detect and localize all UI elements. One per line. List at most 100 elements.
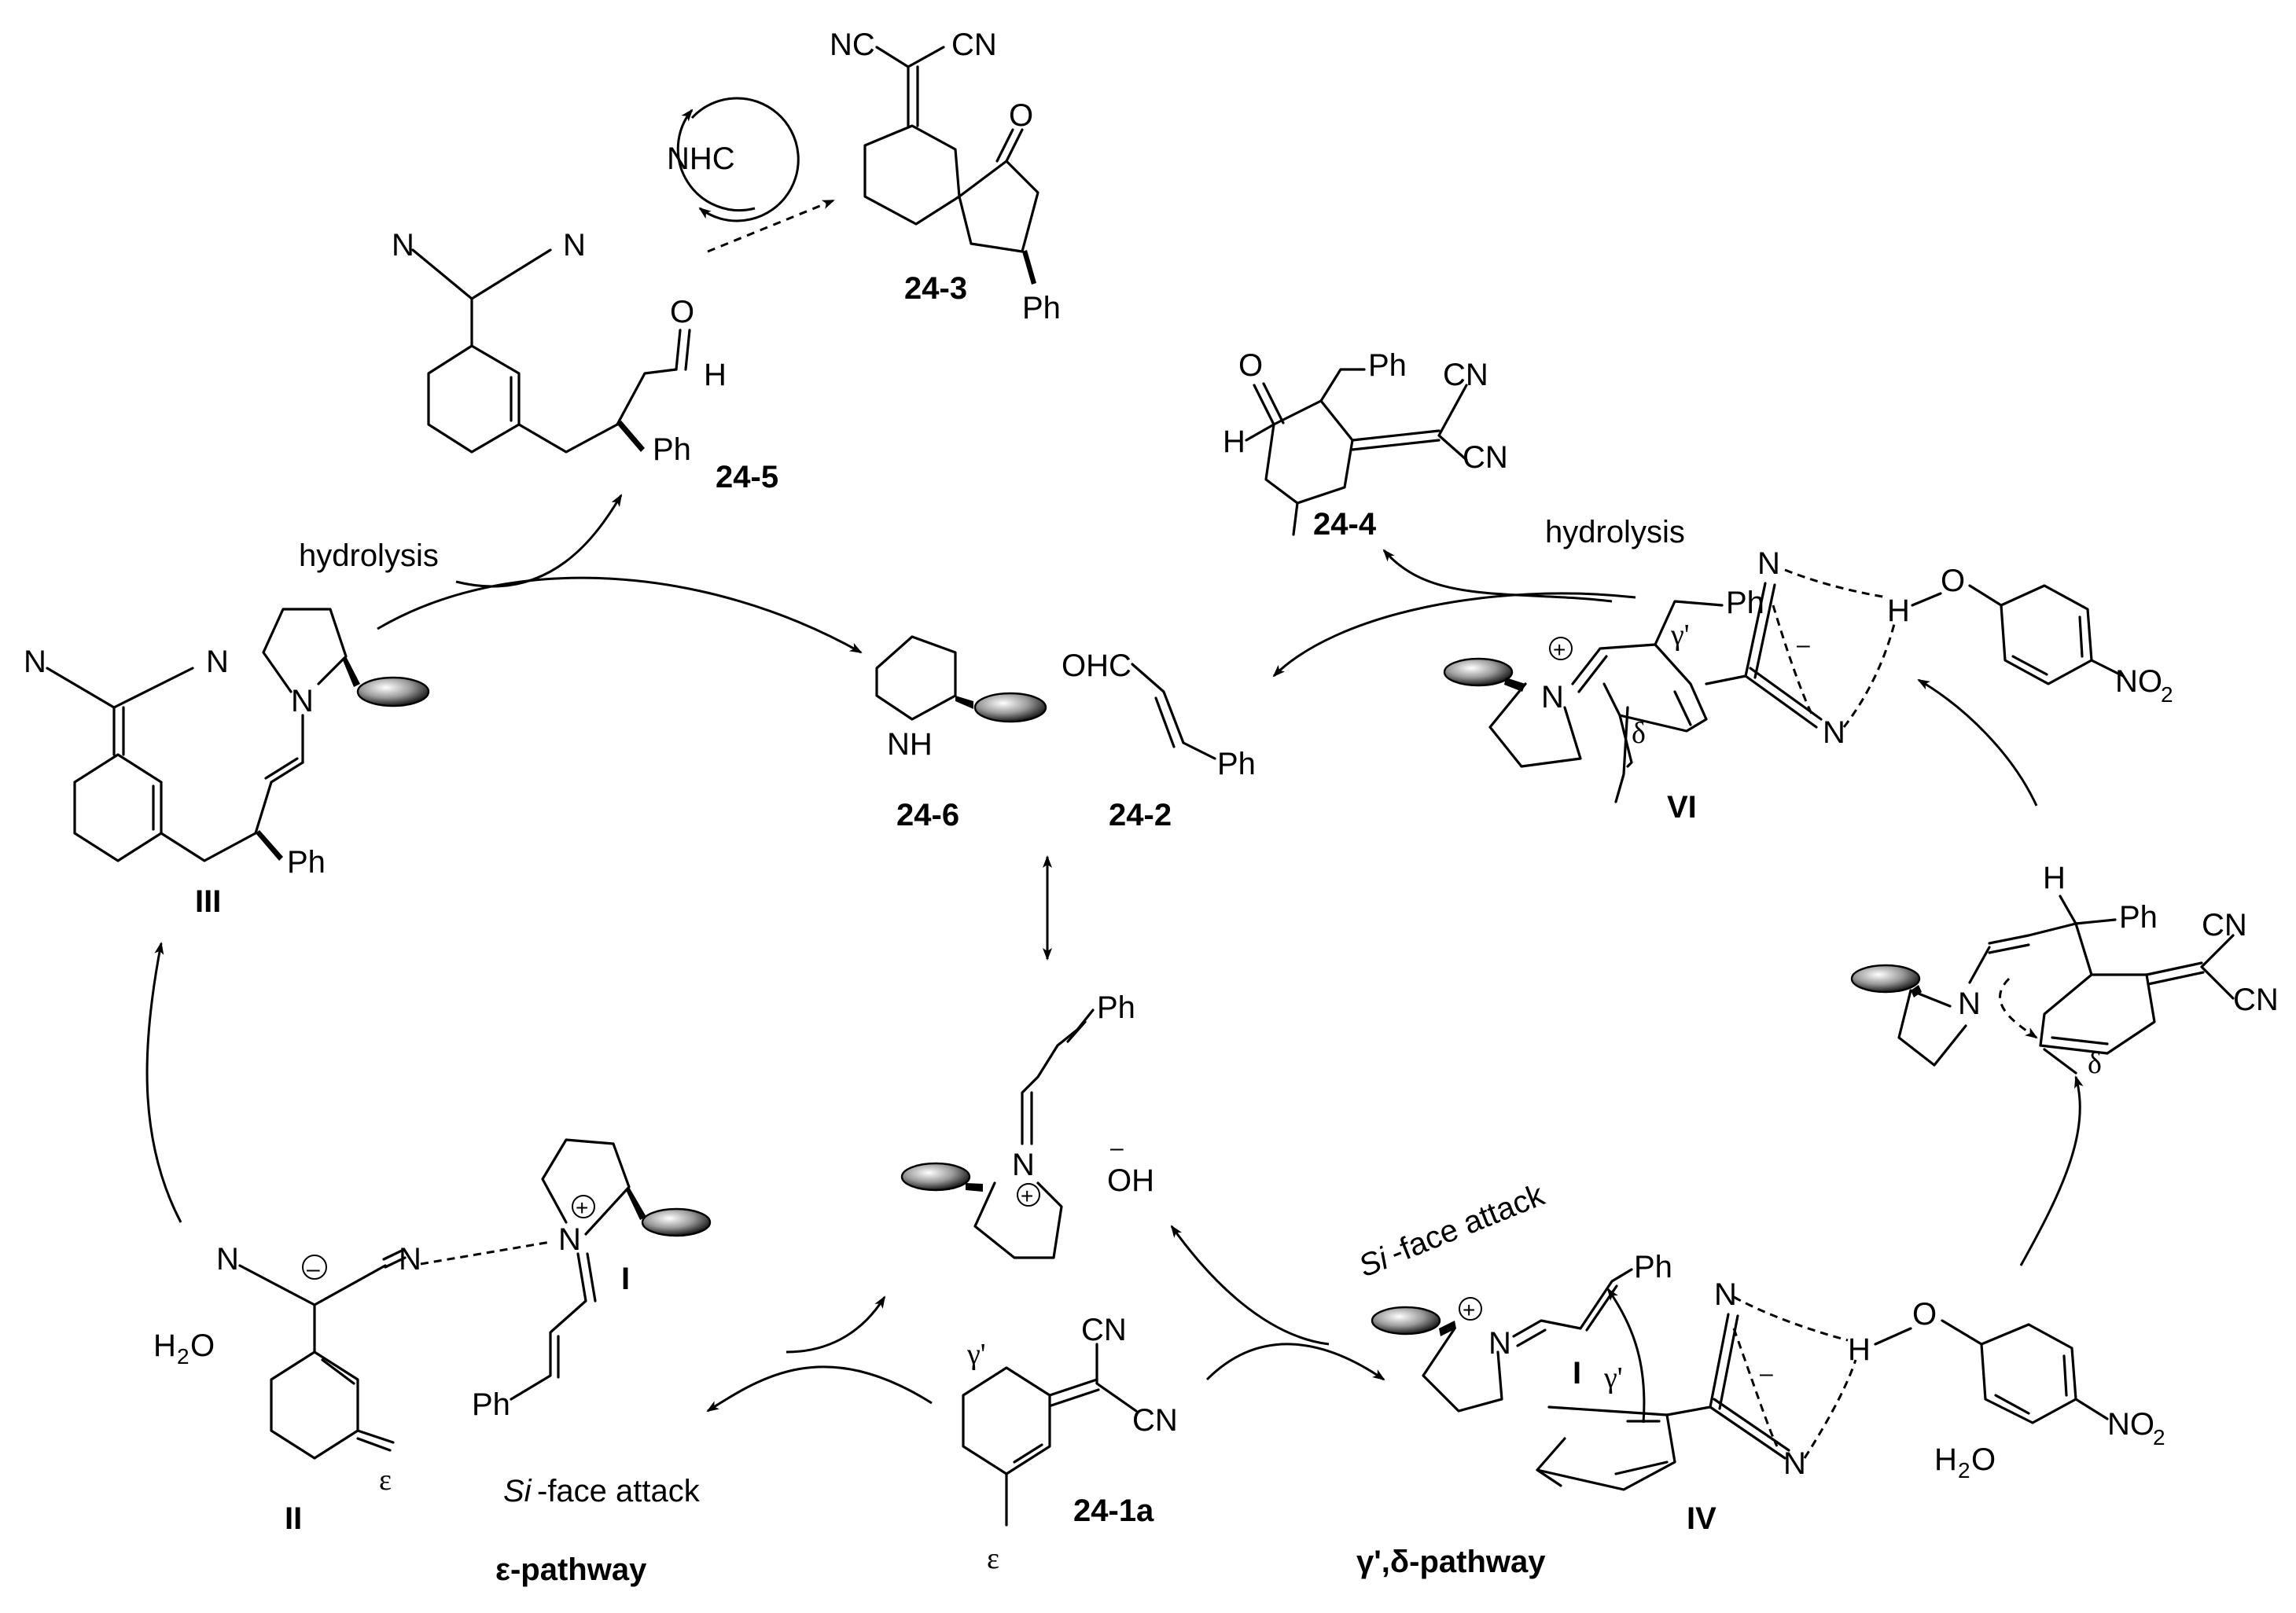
n-label: N: [1714, 1277, 1737, 1312]
ph-label: Ph: [472, 1387, 510, 1422]
minus-sign: –: [1760, 1361, 1773, 1387]
arrow-VI-to-24-2: [1272, 592, 1636, 678]
epsilon-label: ε: [379, 1464, 392, 1497]
ohc-label: OHC: [1062, 649, 1131, 683]
water-o: O: [1971, 1442, 1996, 1477]
compound-24-4: O H Ph CN CN 24-4: [1223, 348, 1508, 542]
cn-label: CN: [2202, 908, 2247, 942]
no2-label: NO: [2107, 1407, 2154, 1442]
label-I-left: I: [621, 1262, 630, 1296]
h-label: H: [2043, 861, 2066, 895]
n-label: N: [1757, 546, 1780, 581]
nhc-catalyst-cycle: NHC: [667, 97, 800, 222]
compound-24-1a: γ' CN CN ε 24-1a: [962, 1313, 1178, 1575]
o-label: O: [1912, 1297, 1937, 1332]
hydrolysis-left-label: hydrolysis: [299, 538, 439, 573]
water-h: H: [153, 1328, 176, 1363]
catalyst-blob: [1850, 964, 1921, 994]
plus-sign: +: [576, 1196, 588, 1220]
compound-24-5: N N O H Ph 24-5: [392, 228, 778, 494]
label-III: III: [195, 884, 221, 919]
cn-label: CN: [1081, 1313, 1127, 1347]
ph-label: Ph: [1097, 990, 1135, 1025]
arrow-to-iminium-left: [786, 1295, 886, 1354]
cn-label: CN: [1132, 1403, 1178, 1438]
delta-label: δ: [2088, 1047, 2102, 1080]
intermediate-I-right: Si -face attack N + Ph I: [1354, 1178, 1672, 1424]
label-I-right: I: [1573, 1356, 1581, 1391]
n-label: N: [24, 645, 46, 679]
catalyst-blob: [356, 676, 430, 707]
gamma-delta-pathway-label: γ',δ-pathway: [1356, 1545, 1546, 1579]
label-24-6: 24-6: [896, 798, 959, 832]
arrow-III-to-24-6: [377, 576, 863, 654]
intermediate-I-left: N + Ph I: [472, 1138, 712, 1422]
delta-label: δ: [1632, 717, 1646, 750]
si-face-right-italic: Si: [1354, 1241, 1393, 1284]
arrow-to-IV: [1205, 1343, 1385, 1381]
water-o: O: [190, 1328, 215, 1363]
n-label: N: [558, 1222, 581, 1257]
no2-subscript: 2: [2161, 682, 2173, 707]
label-VI: VI: [1667, 790, 1697, 825]
label-24-1a: 24-1a: [1073, 1494, 1154, 1528]
compound-24-3: NC CN O Ph 24-3: [830, 28, 1061, 325]
label-24-5: 24-5: [716, 460, 778, 494]
catalyst-blob: [973, 692, 1047, 723]
compound-24-2: OHC Ph 24-2: [1062, 649, 1256, 832]
gamma-prime-label: γ': [1603, 1361, 1623, 1394]
minus-sign: –: [307, 1256, 320, 1282]
plus-sign: +: [1463, 1298, 1475, 1322]
n-label: N: [1541, 680, 1564, 715]
hydrolysis-right-label: hydrolysis: [1545, 515, 1685, 549]
cn-label: CN: [1463, 440, 1508, 475]
catalyst-blob: [641, 1207, 712, 1237]
n-label: N: [563, 228, 586, 263]
label-IV: IV: [1687, 1501, 1716, 1536]
epsilon-label: ε: [987, 1542, 999, 1575]
catalyst-blob: [900, 1162, 971, 1192]
label-24-4: 24-4: [1313, 507, 1377, 542]
ph-label: Ph: [653, 432, 691, 467]
nh-label: NH: [887, 727, 933, 762]
intermediate-VI: N + Ph γ' δ N N – H O NO 2 VI: [1443, 546, 2173, 825]
o-label: O: [1238, 348, 1263, 383]
n-label: N: [399, 1242, 421, 1277]
intermediate-II: N – N ε H 2 O II: [153, 1240, 551, 1536]
o-label: O: [670, 295, 694, 329]
arrow-IV-to-V: [2019, 1075, 2084, 1266]
minus-sign: –: [1110, 1135, 1124, 1161]
nhc-label: NHC: [667, 141, 735, 176]
h-label: H: [1223, 424, 1246, 459]
n-label: N: [1783, 1446, 1806, 1481]
n-label: N: [1958, 987, 1981, 1021]
label-II: II: [285, 1501, 302, 1536]
si-face-bottom-label: -face attack: [537, 1474, 701, 1508]
ph-label: Ph: [1022, 291, 1061, 325]
n-label: N: [291, 684, 314, 718]
no2-subscript: 2: [2153, 1425, 2165, 1449]
h-label: H: [1887, 593, 1910, 628]
water-subscript: 2: [1958, 1458, 1970, 1483]
no2-label: NO: [2115, 664, 2162, 699]
water-subscript: 2: [177, 1344, 189, 1369]
ph-label: Ph: [2119, 900, 2158, 935]
label-24-3: 24-3: [904, 271, 967, 306]
plus-sign: +: [1021, 1184, 1033, 1208]
intermediate-III: N N N Ph III: [24, 608, 430, 919]
h-label: H: [704, 358, 727, 392]
label-24-2: 24-2: [1109, 798, 1172, 832]
arrow-to-24-5: [455, 494, 623, 588]
ph-label: Ph: [287, 845, 326, 880]
ph-label: Ph: [1634, 1250, 1672, 1284]
h-label: H: [1848, 1332, 1871, 1367]
n-label: N: [216, 1242, 239, 1277]
gamma-prime-label: γ': [1670, 619, 1690, 652]
intermediate-transition: H Ph N CN CN δ: [1850, 861, 2279, 1080]
epsilon-pathway-label: ε-pathway: [495, 1552, 647, 1587]
arrow-to-24-4: [1382, 549, 1613, 603]
n-label: N: [392, 228, 414, 263]
catalyst-blob: [1443, 657, 1514, 687]
cn-label: CN: [2233, 983, 2279, 1017]
